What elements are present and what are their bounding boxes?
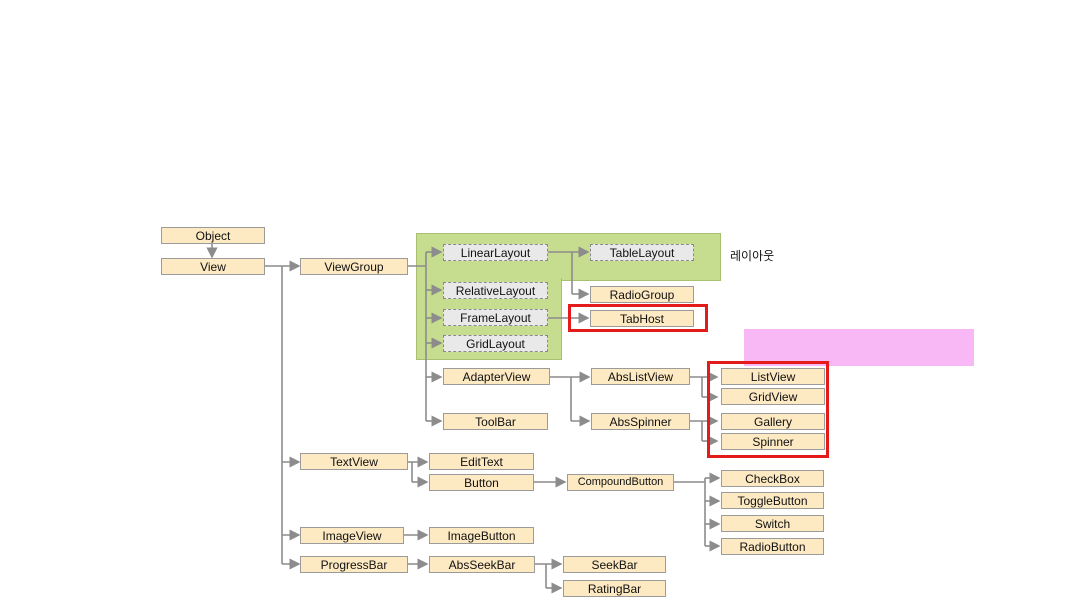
adapter-children-highlight [707, 361, 829, 458]
node-switch: Switch [721, 515, 824, 532]
node-checkbox: CheckBox [721, 470, 824, 487]
pink-highlight-bar [744, 329, 974, 366]
node-radiogroup: RadioGroup [590, 286, 694, 303]
node-gallery: Gallery [721, 413, 825, 430]
node-progressbar: ProgressBar [300, 556, 408, 573]
node-gridlayout: GridLayout [443, 335, 548, 352]
node-tablelayout: TableLayout [590, 244, 694, 261]
tabhost-highlight [568, 304, 708, 332]
node-listview: ListView [721, 368, 825, 385]
node-view: View [161, 258, 265, 275]
node-adapterview: AdapterView [443, 368, 550, 385]
node-radiobutton: RadioButton [721, 538, 824, 555]
node-seekbar: SeekBar [563, 556, 666, 573]
node-absseekbar: AbsSeekBar [429, 556, 535, 573]
layout-group-label: 레이아웃 [730, 249, 775, 263]
node-tabhost: TabHost [590, 310, 694, 327]
node-viewgroup: ViewGroup [300, 258, 408, 275]
node-ratingbar: RatingBar [563, 580, 666, 597]
node-object: Object [161, 227, 265, 244]
node-relativelayout: RelativeLayout [443, 282, 548, 299]
node-edittext: EditText [429, 453, 534, 470]
node-imagebutton: ImageButton [429, 527, 534, 544]
node-abslistview: AbsListView [591, 368, 690, 385]
node-togglebutton: ToggleButton [721, 492, 824, 509]
node-compoundbutton: CompoundButton [567, 474, 674, 491]
node-linearlayout: LinearLayout [443, 244, 548, 261]
node-gridview: GridView [721, 388, 825, 405]
node-toolbar: ToolBar [443, 413, 548, 430]
node-spinner: Spinner [721, 433, 825, 450]
node-button: Button [429, 474, 534, 491]
node-absspinner: AbsSpinner [591, 413, 690, 430]
node-imageview: ImageView [300, 527, 404, 544]
node-framelayout: FrameLayout [443, 309, 548, 326]
node-textview: TextView [300, 453, 408, 470]
